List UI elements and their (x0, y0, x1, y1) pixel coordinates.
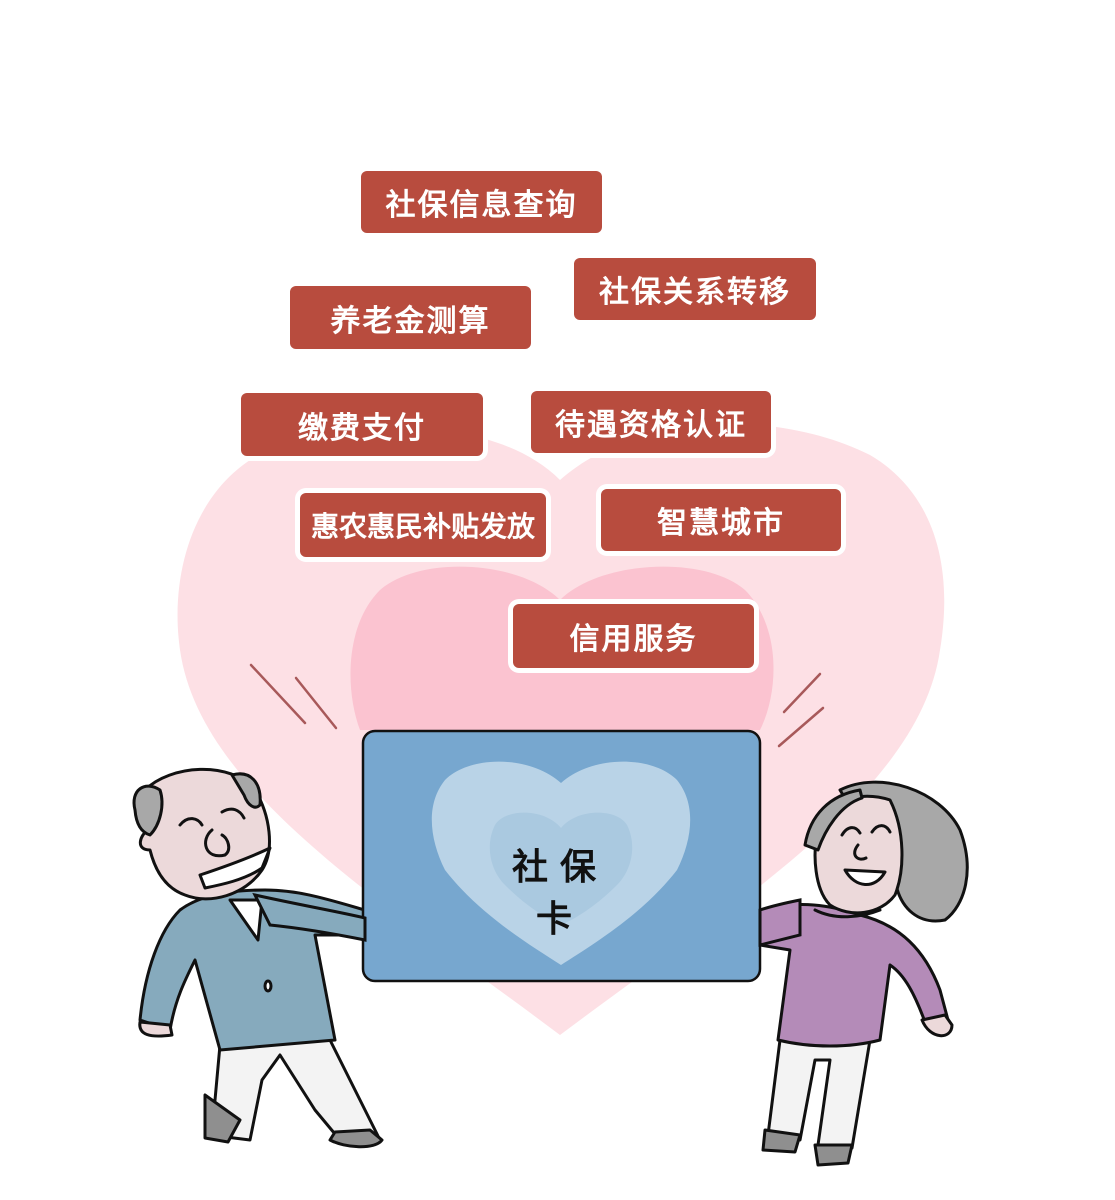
tag-payment: 缴费支付 (241, 393, 483, 456)
woman-arm (758, 898, 802, 947)
elderly-woman-figure (758, 780, 969, 1167)
man-arm (252, 892, 367, 942)
motion-lines-left (249, 663, 338, 730)
tag-social-security-info-query: 社保信息查询 (361, 171, 602, 233)
social-security-card (252, 729, 802, 983)
tag-pension-calculation: 养老金测算 (290, 286, 531, 349)
tag-smart-city: 智慧城市 (601, 489, 841, 551)
card-heart-inner (489, 812, 633, 925)
tag-subsidy-distribution: 惠农惠民补贴发放 (300, 493, 546, 557)
tag-credit-service: 信用服务 (513, 604, 754, 668)
motion-lines-right (777, 672, 825, 748)
tag-social-security-transfer: 社保关系转移 (574, 258, 816, 320)
card-title: 社保卡 (511, 847, 608, 940)
tag-benefit-qualification: 待遇资格认证 (531, 391, 771, 453)
